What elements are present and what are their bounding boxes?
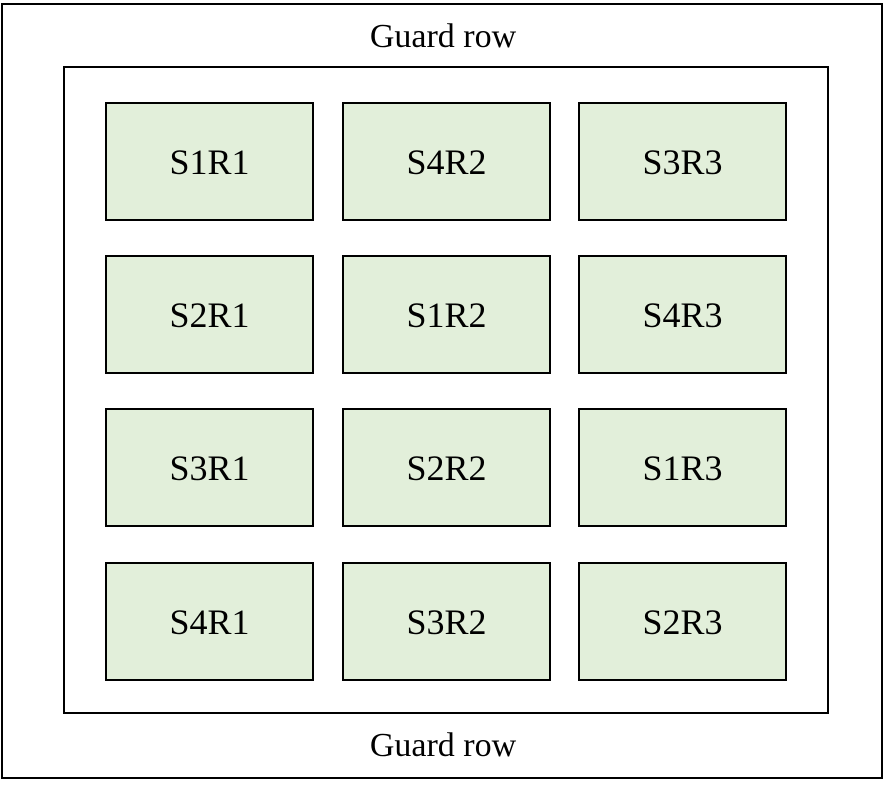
plot-cell: S3R2 [342,562,551,681]
plot-cell: S4R2 [342,102,551,221]
plot-cell: S2R3 [578,562,787,681]
plot-cell: S1R2 [342,255,551,374]
plot-cell: S2R1 [105,255,314,374]
plot-cell: S3R3 [578,102,787,221]
plot-cell: S3R1 [105,408,314,527]
plot-cell: S4R3 [578,255,787,374]
guard-row-top-label: Guard row [369,18,517,55]
plot-cell: S2R2 [342,408,551,527]
plot-cell: S4R1 [105,562,314,681]
guard-row-bottom-label: Guard row [369,727,517,764]
plot-cell: S1R3 [578,408,787,527]
plot-cell: S1R1 [105,102,314,221]
